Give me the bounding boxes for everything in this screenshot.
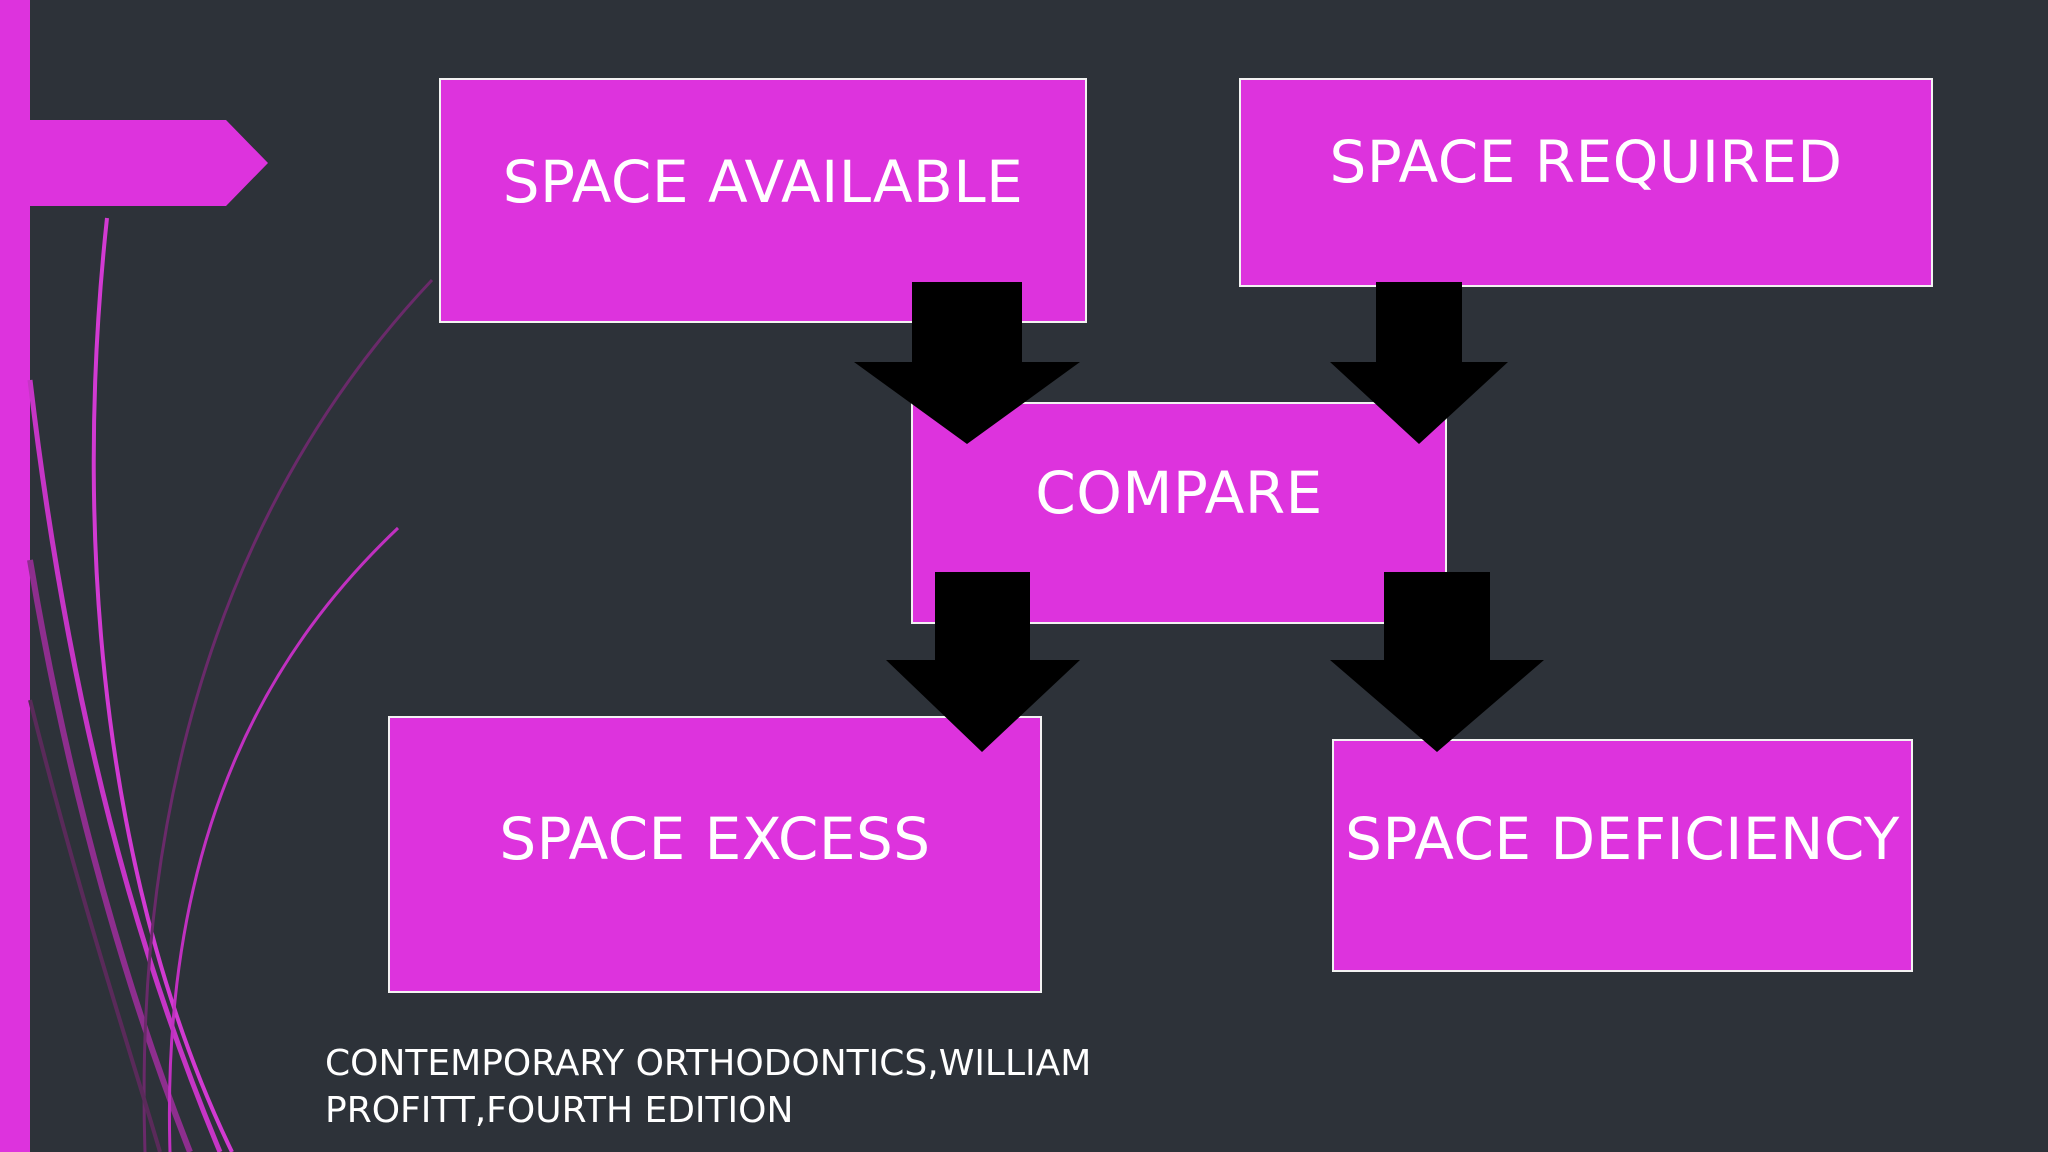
box-space-deficiency-label: SPACE DEFICIENCY [1345,805,1900,873]
box-space-required: SPACE REQUIRED [1239,78,1933,287]
accent-pointer-tab [30,120,268,206]
citation-line-2: PROFITT,FOURTH EDITION [325,1090,794,1131]
box-space-required-label: SPACE REQUIRED [1329,128,1843,196]
accent-curve-4 [167,526,400,1152]
accent-curve-1 [91,217,234,1152]
box-compare: COMPARE [911,402,1447,624]
accent-curve-5 [142,278,434,1152]
citation: CONTEMPORARY ORTHODONTICS,WILLIAM PROFIT… [325,1040,1225,1134]
accent-curve-3 [27,559,193,1152]
box-space-deficiency: SPACE DEFICIENCY [1332,739,1913,972]
box-space-available: SPACE AVAILABLE [439,78,1087,323]
box-space-excess: SPACE EXCESS [388,716,1042,993]
accent-vertical-bar [0,0,30,1152]
accent-curve-6 [28,699,162,1152]
box-compare-label: COMPARE [1035,459,1323,527]
box-space-excess-label: SPACE EXCESS [499,805,931,873]
accent-curve-2 [27,379,223,1152]
citation-line-1: CONTEMPORARY ORTHODONTICS,WILLIAM [325,1043,1092,1084]
box-space-available-label: SPACE AVAILABLE [502,148,1024,216]
